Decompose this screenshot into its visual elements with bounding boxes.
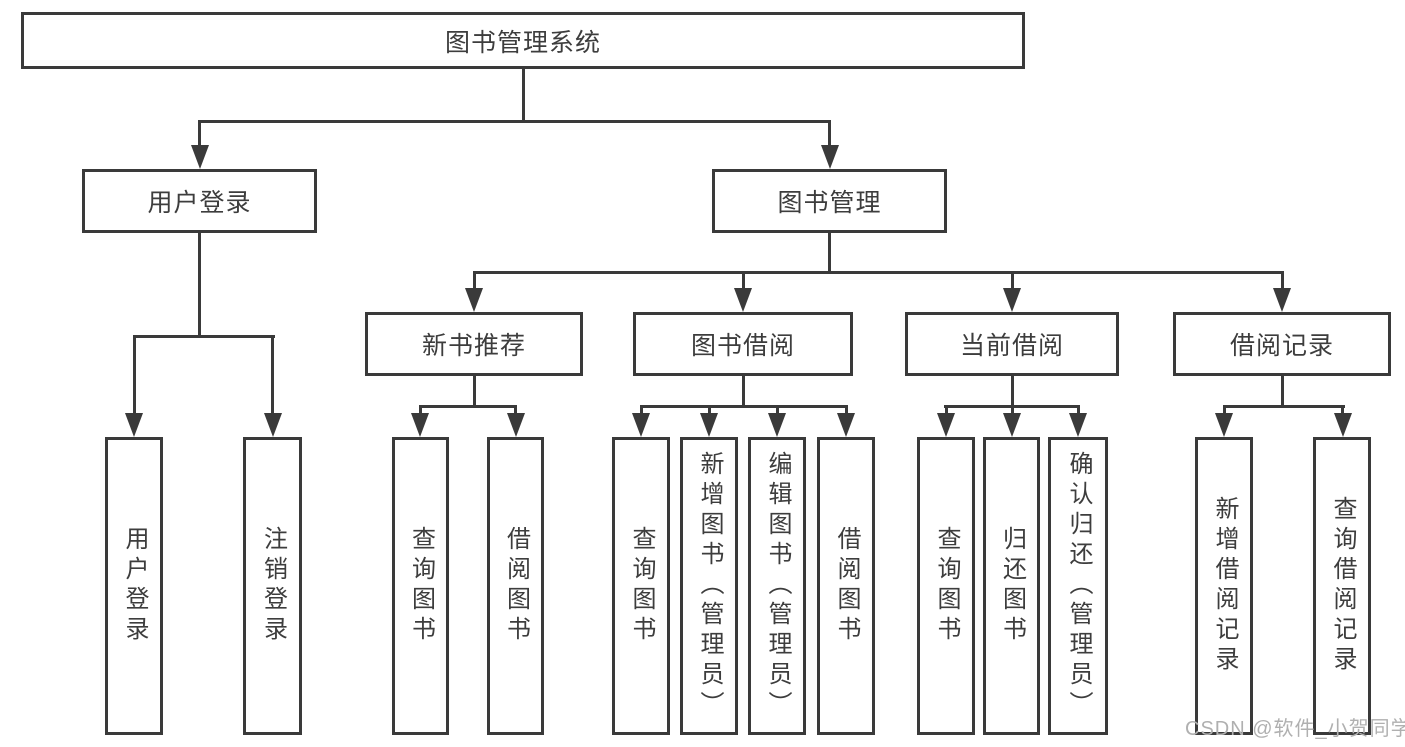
- connector-line: [472, 376, 476, 405]
- node-label: 归还图书: [998, 526, 1026, 646]
- leaf-borrow-books-recommend: 借阅图书: [487, 437, 544, 735]
- arrow-down-icon: [125, 413, 143, 437]
- connector-line: [472, 271, 1284, 274]
- node-borrow-records: 借阅记录: [1173, 312, 1391, 376]
- node-label: 借阅图书: [833, 526, 860, 646]
- connector-line: [1076, 405, 1080, 415]
- arrow-down-icon: [632, 413, 650, 437]
- connector-line: [132, 335, 275, 338]
- node-label: 查询图书: [628, 526, 655, 646]
- connector-line: [1341, 405, 1344, 415]
- connector-line: [944, 405, 948, 415]
- arrow-down-icon: [1215, 413, 1233, 437]
- connector-line: [741, 271, 745, 290]
- connector-line: [775, 405, 779, 415]
- arrow-down-icon: [263, 413, 282, 437]
- connector-line: [472, 271, 476, 290]
- connector-line: [418, 405, 422, 415]
- connector-line: [198, 120, 831, 123]
- leaf-query-books-current: 查询图书: [917, 437, 975, 735]
- arrow-down-icon: [1069, 413, 1087, 437]
- watermark: CSDN @软件_小贺同学: [1185, 718, 1405, 740]
- leaf-query-books-borrow: 查询图书: [612, 437, 670, 735]
- leaf-add-borrow-record: 新增借阅记录: [1195, 437, 1253, 735]
- node-label: 借阅记录: [1229, 332, 1334, 360]
- arrow-down-icon: [937, 413, 955, 437]
- connector-line: [639, 405, 643, 415]
- connector-line: [198, 120, 201, 149]
- node-label: 确认归还（管理员）: [1065, 451, 1092, 721]
- node-label: 编辑图书（管理员）: [764, 451, 791, 721]
- node-user-login: 用户登录: [82, 169, 317, 233]
- connector-line: [1010, 376, 1014, 405]
- connector-line: [1010, 405, 1014, 415]
- arrow-down-icon: [1003, 413, 1021, 437]
- arrow-down-icon: [465, 288, 483, 312]
- connector-line: [1222, 405, 1345, 408]
- arrow-down-icon: [1333, 413, 1352, 437]
- arrow-down-icon: [1003, 288, 1021, 312]
- connector-line: [828, 233, 831, 271]
- connector-line: [132, 335, 136, 415]
- leaf-query-borrow-record: 查询借阅记录: [1313, 437, 1371, 735]
- arrow-down-icon: [190, 145, 209, 169]
- leaf-add-books-admin: 新增图书（管理员）: [680, 437, 738, 735]
- node-new-book-recommend: 新书推荐: [365, 312, 583, 376]
- node-label: 查询借阅记录: [1329, 496, 1356, 676]
- node-book-management: 图书管理: [712, 169, 947, 233]
- connector-line: [271, 335, 274, 415]
- connector-line: [1280, 376, 1284, 405]
- connector-line: [1010, 271, 1014, 290]
- node-label: 查询图书: [407, 526, 435, 646]
- node-label: 查询图书: [933, 526, 960, 646]
- connector-line: [514, 405, 517, 415]
- connector-line: [707, 405, 711, 415]
- node-label: 注销登录: [259, 526, 287, 646]
- arrow-down-icon: [506, 413, 525, 437]
- node-label: 当前借阅: [959, 332, 1064, 360]
- arrow-down-icon: [734, 288, 752, 312]
- arrow-down-icon: [1273, 288, 1291, 312]
- arrow-down-icon: [700, 413, 718, 437]
- node-label: 用户登录: [121, 526, 148, 646]
- node-book-borrow: 图书借阅: [633, 312, 853, 376]
- node-label: 新书推荐: [421, 332, 526, 360]
- connector-line: [828, 120, 831, 149]
- connector-line: [1280, 271, 1284, 290]
- arrow-down-icon: [768, 413, 786, 437]
- connector-line: [521, 69, 525, 120]
- leaf-borrow-books: 借阅图书: [817, 437, 875, 735]
- leaf-logout: 注销登录: [243, 437, 302, 735]
- connector-line: [1222, 405, 1226, 415]
- arrow-down-icon: [820, 145, 839, 169]
- arrow-down-icon: [411, 413, 429, 437]
- leaf-user-login: 用户登录: [105, 437, 163, 735]
- node-label: 图书借阅: [690, 332, 795, 360]
- connector-line: [198, 233, 201, 335]
- node-label: 图书管理系统: [444, 28, 601, 57]
- leaf-confirm-return-admin: 确认归还（管理员）: [1048, 437, 1108, 735]
- node-label: 图书管理: [777, 189, 882, 217]
- leaf-query-books-recommend: 查询图书: [392, 437, 449, 735]
- leaf-return-books: 归还图书: [983, 437, 1040, 735]
- connector-line: [741, 376, 745, 405]
- connector-line: [418, 405, 517, 408]
- leaf-edit-books-admin: 编辑图书（管理员）: [748, 437, 806, 735]
- connector-line: [844, 405, 848, 415]
- node-current-borrow: 当前借阅: [905, 312, 1119, 376]
- node-root: 图书管理系统: [21, 12, 1025, 69]
- arrow-down-icon: [837, 413, 855, 437]
- node-label: 新增借阅记录: [1211, 496, 1238, 676]
- node-label: 新增图书（管理员）: [696, 451, 723, 721]
- connector-line: [639, 405, 848, 408]
- node-label: 用户登录: [147, 189, 252, 217]
- node-label: 借阅图书: [502, 526, 530, 646]
